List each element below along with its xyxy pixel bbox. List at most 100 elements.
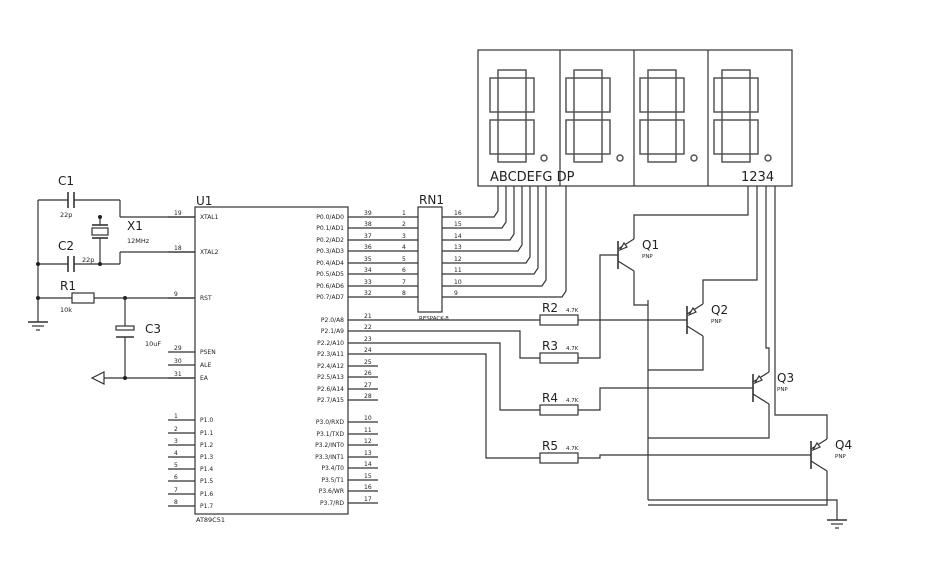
pin-number: 11 xyxy=(364,427,372,434)
transistor-type: PNP xyxy=(777,387,788,393)
pin-number: 1 xyxy=(174,413,178,420)
pin-name: P0.1/AD1 xyxy=(316,225,344,232)
pin-number: 22 xyxy=(364,324,372,331)
pin-name: P0.7/AD7 xyxy=(316,294,344,301)
rn1-pin-14: 14 xyxy=(454,233,462,240)
rn1-pin-2: 2 xyxy=(402,221,406,228)
digit-pin-label: 1234 xyxy=(741,170,774,185)
mcu-part: AT89C51 xyxy=(196,516,225,524)
pin-number: 16 xyxy=(364,484,372,491)
x1-ref: X1 xyxy=(127,219,143,233)
rn1-pin-10: 10 xyxy=(454,279,462,286)
pin-name: ALE xyxy=(200,362,211,369)
pin-number: 5 xyxy=(402,256,406,263)
pin-number: 21 xyxy=(364,313,372,320)
pin-number: 29 xyxy=(174,345,182,352)
pin-name: P2.0/A8 xyxy=(321,317,344,324)
pin-number: 4 xyxy=(402,244,406,251)
pin-name: P1.7 xyxy=(200,503,213,510)
pin-name: P2.6/A14 xyxy=(317,386,344,393)
pin-number: 11 xyxy=(454,267,462,274)
pin-name: P0.4/AD4 xyxy=(316,260,344,267)
resistor-ref: R5 xyxy=(542,439,558,453)
c3-ref: C3 xyxy=(145,322,161,336)
pin-number: 13 xyxy=(364,450,372,457)
pin-number: 17 xyxy=(364,496,372,503)
pin-name: P1.2 xyxy=(200,442,213,449)
pin-number: 38 xyxy=(364,221,372,228)
pin-name: P1.1 xyxy=(200,430,213,437)
pin-number: 35 xyxy=(364,256,372,263)
pin-number: 7 xyxy=(174,487,178,494)
mcu-u1: U1 AT89C51 19XTAL118XTAL29RST29PSEN30ALE… xyxy=(168,194,378,524)
pin-name: P3.5/T1 xyxy=(321,477,344,484)
rn1-pin-8: 8 xyxy=(402,290,406,297)
pin-name: P3.4/T0 xyxy=(321,465,344,472)
seven-segment-display: ABCDEFG DP 1234 xyxy=(477,49,793,187)
rn1-pin-16: 16 xyxy=(454,210,462,217)
pin-number: 27 xyxy=(364,382,372,389)
rn1-pin-1: 1 xyxy=(402,210,406,217)
resistor-r4 xyxy=(539,404,579,416)
pin-name: P0.2/AD2 xyxy=(316,237,344,244)
pin-name: P0.0/AD0 xyxy=(316,214,344,221)
c3-value: 10uF xyxy=(145,340,161,348)
mcu-pin-p1-5: 6P1.5 xyxy=(168,474,213,485)
transistor-ref: Q3 xyxy=(777,371,794,385)
pin-number: 5 xyxy=(174,462,178,469)
pin-number: 26 xyxy=(364,370,372,377)
pin-number: 16 xyxy=(454,210,462,217)
pin-number: 28 xyxy=(364,393,372,400)
rn1-part: RESPACK-8 xyxy=(419,316,449,322)
pin-name: P1.6 xyxy=(200,491,213,498)
mcu-pin-p1-0: 1P1.0 xyxy=(168,413,213,424)
transistor-ref: Q1 xyxy=(642,238,659,252)
pin-name: P1.5 xyxy=(200,478,213,485)
pin-name: P2.5/A13 xyxy=(317,374,344,381)
transistor-type: PNP xyxy=(642,254,653,260)
r1-ref: R1 xyxy=(60,279,76,293)
mcu-pin-p1-7: 8P1.7 xyxy=(168,499,213,510)
pin-name: EA xyxy=(200,375,209,382)
segment-bus-wires xyxy=(442,186,567,298)
transistor-type: PNP xyxy=(835,454,846,460)
rn1-pin-3: 3 xyxy=(402,233,406,240)
rn1-pin-7: 7 xyxy=(402,279,406,286)
x1-value: 12MHz xyxy=(127,237,150,245)
pin-number: 12 xyxy=(364,438,372,445)
p0-bus-wires xyxy=(378,216,418,298)
pin-number: 14 xyxy=(454,233,462,240)
pin-name: P0.5/AD5 xyxy=(316,271,344,278)
pin-name: P1.0 xyxy=(200,417,213,424)
c2-ref: C2 xyxy=(58,239,74,253)
resistor-value: 4.7K xyxy=(566,446,579,452)
pin-number: 2 xyxy=(402,221,406,228)
mcu-pin-p1-4: 5P1.4 xyxy=(168,462,213,473)
rn1-pin-15: 15 xyxy=(454,221,462,228)
pin-number: 6 xyxy=(174,474,178,481)
reset-circuit: R1 10k C3 10uF xyxy=(36,279,195,385)
transistor-type: PNP xyxy=(711,319,722,325)
pin-name: P3.6/WR xyxy=(319,488,344,495)
